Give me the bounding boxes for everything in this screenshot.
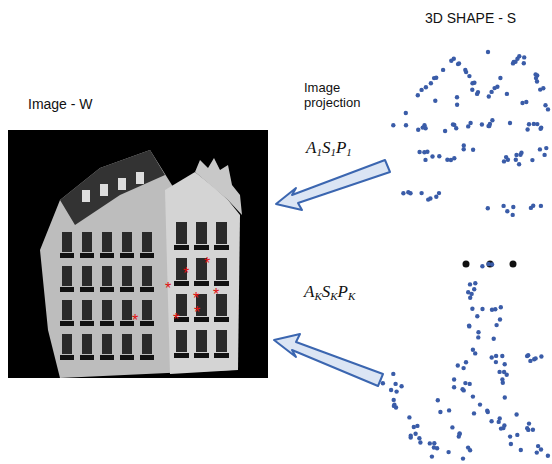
- ellipsis-dots: [463, 261, 517, 268]
- shape-title: 3D SHAPE - S: [425, 10, 516, 26]
- feature-points: ********: [132, 255, 219, 329]
- building-photo: [8, 130, 268, 378]
- point-cloud-dinosaur: [381, 262, 550, 461]
- svg-text:*: *: [183, 265, 189, 282]
- projection-formula: A1S1P1: [306, 138, 352, 158]
- svg-text:*: *: [194, 304, 200, 321]
- projection-formula: AKSKPK: [304, 282, 355, 302]
- image-title: Image - W: [28, 96, 93, 112]
- svg-text:*: *: [213, 286, 219, 303]
- svg-text:*: *: [132, 312, 138, 329]
- svg-text:*: *: [165, 280, 171, 297]
- point-cloud-house: [391, 50, 550, 217]
- building-windows: [60, 172, 229, 360]
- projection-arrows: [274, 160, 390, 386]
- svg-text:*: *: [173, 311, 179, 328]
- projection-label: Image projection: [304, 80, 380, 110]
- svg-text:*: *: [204, 255, 210, 272]
